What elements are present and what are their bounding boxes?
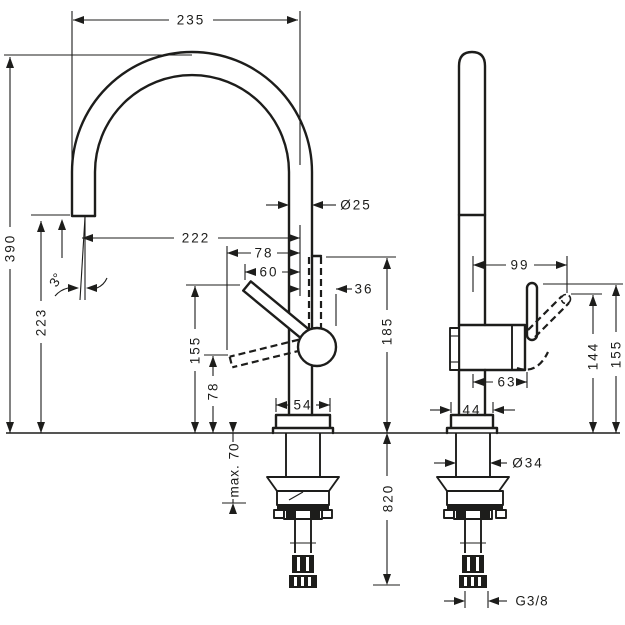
side-handle-rotated — [516, 293, 572, 371]
dim-front-spout-outlet-height: 223 — [34, 308, 49, 337]
side-handle-lever — [525, 281, 539, 342]
dim-front-spout-reach: 222 — [182, 231, 211, 246]
dim-side-body-depth: 63 — [497, 375, 516, 390]
dim-front-joint-offset: 36 — [354, 282, 373, 297]
side-view — [436, 50, 572, 588]
front-outlet-axis — [79, 216, 86, 301]
dim-front-base-width: 54 — [293, 398, 312, 413]
dim-front-joint-height: 185 — [380, 317, 395, 346]
dim-side-handle-tip-height: 144 — [586, 342, 601, 371]
side-dimensions: 99 144 155 63 44 Ø34 — [430, 256, 624, 609]
front-view — [70, 50, 340, 588]
side-base — [445, 413, 499, 435]
dim-front-overall-height: 390 — [3, 234, 18, 263]
front-dimensions: 235 390 223 3° 222 — [3, 11, 400, 586]
front-undercounter — [266, 433, 340, 588]
front-ball-joint — [296, 326, 338, 368]
dim-side-handle-depth: 99 — [510, 258, 529, 273]
dim-front-handle-lowered-height: 78 — [206, 381, 221, 400]
dim-side-base-depth: 44 — [462, 403, 481, 418]
front-base — [271, 413, 335, 435]
dim-front-handle-lowered-offset: 78 — [254, 246, 273, 261]
front-handle-lowered — [228, 338, 302, 369]
dim-front-handle-raised-offset: 60 — [259, 265, 278, 280]
side-undercounter — [436, 433, 510, 588]
dim-front-hose-length: 820 — [381, 484, 396, 513]
dim-side-connection-thread: G3/8 — [515, 594, 548, 609]
side-outlet-stub — [449, 327, 460, 371]
dim-front-overall-width: 235 — [177, 13, 206, 28]
dim-front-spout-diameter: Ø25 — [340, 198, 372, 213]
dim-front-spout-angle: 3° — [46, 271, 65, 290]
dim-side-shank-diameter: Ø34 — [512, 456, 544, 471]
dim-front-handle-raised-height: 155 — [188, 336, 203, 365]
dim-front-counter-thickness-max: max. 70 — [227, 442, 242, 497]
dim-side-handle-top-height: 155 — [609, 340, 624, 369]
